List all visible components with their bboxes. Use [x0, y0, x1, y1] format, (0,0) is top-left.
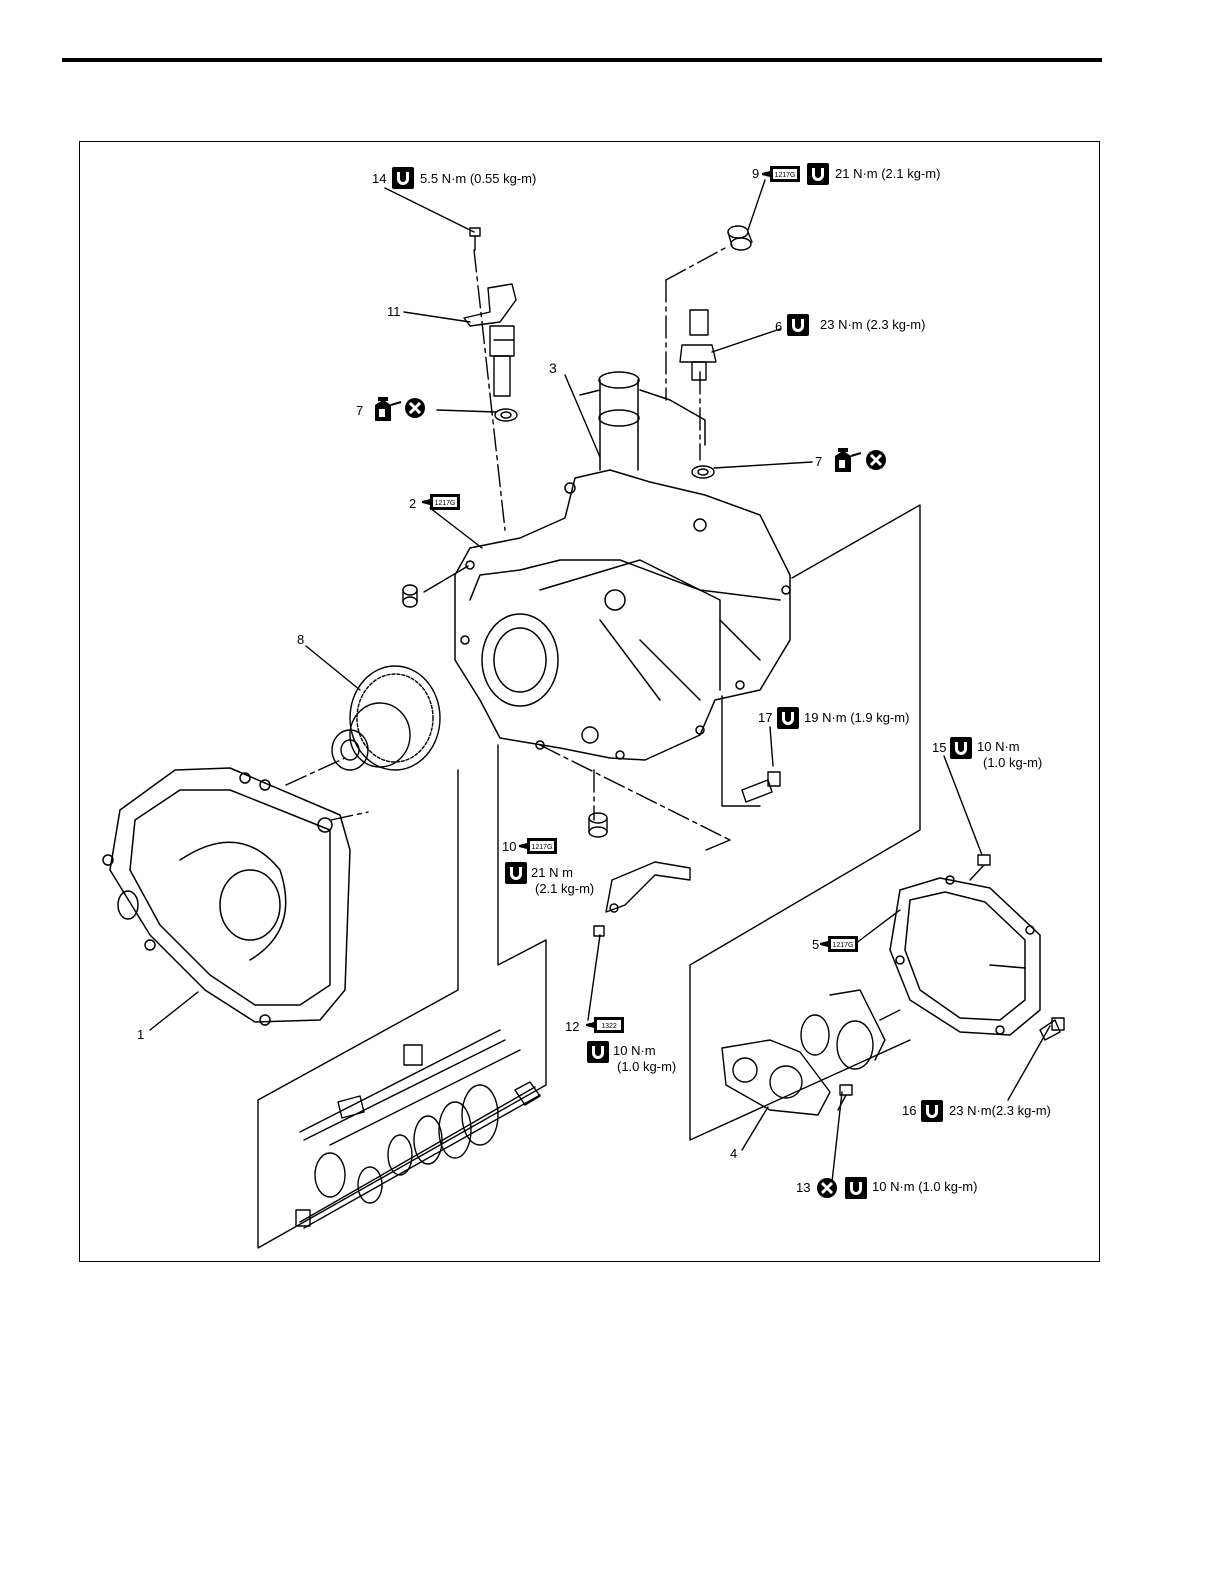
oil-can-icon: [375, 397, 401, 421]
torque-icon: [392, 167, 414, 189]
callout-7a: 7: [356, 403, 363, 419]
leader-3: [565, 375, 600, 457]
gear-plate: [722, 990, 885, 1115]
torque-spec-15-line1: 10 N·m: [977, 739, 1020, 755]
callout-15: 15: [932, 740, 946, 756]
leader-2a: [430, 508, 482, 548]
callout-13: 13: [796, 1180, 810, 1196]
speed-sensor: [464, 284, 516, 396]
torque-icon: [950, 737, 972, 759]
transmission-case: [455, 372, 790, 760]
leader-8: [306, 646, 360, 690]
leader-12: [588, 935, 600, 1020]
torque-spec-17: 19 N·m (1.9 kg-m): [804, 710, 909, 726]
leader-7a: [437, 410, 496, 412]
backup-switch: [680, 310, 716, 380]
side-cover: [890, 876, 1040, 1035]
leader-14: [385, 188, 474, 232]
bolt-17: [742, 772, 780, 802]
sealant-code-12: 1322: [601, 1023, 617, 1030]
torque-icon: [505, 862, 527, 884]
do-not-reuse-icon: [866, 450, 886, 470]
torque-icon: [845, 1177, 867, 1199]
leader-1: [150, 992, 198, 1030]
callout-6: 6: [775, 319, 782, 335]
do-not-reuse-icon: [817, 1178, 837, 1198]
dowel-pin: [403, 585, 417, 607]
torque-icon: [787, 314, 809, 336]
callout-1: 1: [137, 1027, 144, 1043]
oil-gutter: [606, 862, 690, 912]
bolt-15: [970, 855, 990, 880]
oil-can-icon: [835, 448, 861, 472]
torque-icon: [807, 163, 829, 185]
leader-2b: [424, 566, 468, 592]
torque-spec-12-line2: (1.0 kg-m): [617, 1059, 676, 1075]
callout-9: 9: [752, 166, 759, 182]
washer-7b: [692, 466, 714, 478]
callout-12: 12: [565, 1019, 579, 1035]
callout-11: 11: [387, 304, 401, 320]
leader-7b: [714, 462, 812, 468]
bolt-12: [594, 926, 604, 936]
bolt-16: [1040, 1018, 1064, 1040]
callout-14: 14: [372, 171, 386, 187]
washer-7a: [495, 409, 517, 421]
callout-2: 2: [409, 496, 416, 512]
torque-spec-16: 23 N·m(2.3 kg-m): [949, 1103, 1051, 1119]
leader-6: [712, 329, 780, 352]
differential-assembly: [332, 666, 440, 770]
callout-number: 14: [372, 171, 386, 186]
leader-15: [944, 756, 982, 855]
bolt-13: [838, 1085, 852, 1110]
leader-17: [770, 727, 773, 766]
clutch-housing: [103, 768, 350, 1025]
torque-spec-6: 23 N·m (2.3 kg-m): [820, 317, 925, 333]
do-not-reuse-icon: [405, 398, 425, 418]
torque-spec-14: 5.5 N·m (0.55 kg-m): [420, 171, 536, 187]
callout-17: 17: [758, 710, 772, 726]
callout-5: 5: [812, 937, 819, 953]
leader-11: [404, 312, 470, 322]
torque-icon: [587, 1041, 609, 1063]
leader-9: [748, 180, 765, 230]
callout-4: 4: [730, 1146, 737, 1162]
bracket-17: [722, 696, 760, 806]
torque-spec-13: 10 N·m (1.0 kg-m): [872, 1179, 977, 1195]
torque-spec-15-line2: (1.0 kg-m): [983, 755, 1042, 771]
torque-spec-10-line2: (2.1 kg-m): [535, 881, 594, 897]
leader-4: [742, 1107, 768, 1150]
torque-icon: [777, 707, 799, 729]
torque-spec-12-line1: 10 N·m: [613, 1043, 656, 1059]
callout-8: 8: [297, 632, 304, 648]
torque-spec-10-line1: 21 N m: [531, 865, 573, 881]
sealant-code-2: 1217G: [434, 500, 455, 507]
torque-icon: [921, 1100, 943, 1122]
callout-3: 3: [549, 360, 557, 376]
callout-7b: 7: [815, 454, 822, 470]
callout-16: 16: [902, 1103, 916, 1119]
plug-10: [589, 813, 607, 837]
sealant-code-9: 1217G: [774, 172, 795, 179]
sealant-code-5: 1217G: [832, 942, 853, 949]
torque-spec-9: 21 N·m (2.1 kg-m): [835, 166, 940, 182]
sealant-code-10: 1217G: [531, 844, 552, 851]
callout-10: 10: [502, 839, 516, 855]
